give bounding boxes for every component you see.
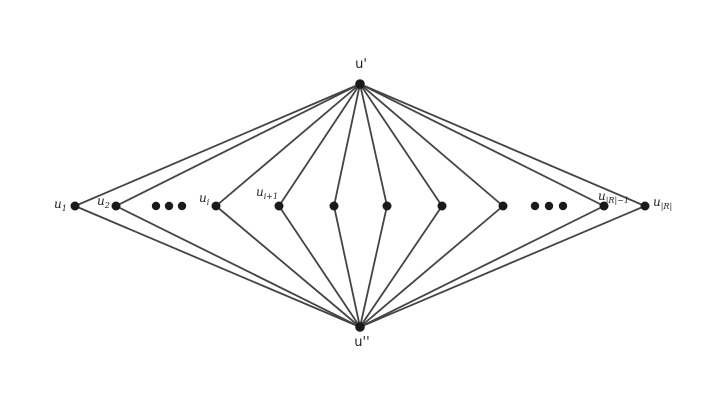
edge-to-top-3 — [278, 83, 361, 207]
edge-to-top-1 — [115, 83, 361, 207]
bottom-node — [355, 322, 365, 332]
label-u1: u1 — [54, 197, 67, 213]
ellipsis-left — [151, 201, 187, 211]
middle-node-6 — [437, 201, 447, 211]
edge-to-bottom-5 — [359, 205, 388, 328]
edge-to-bottom-2 — [215, 205, 361, 328]
edges — [74, 83, 646, 328]
top-node-label: u' — [355, 57, 367, 72]
middle-node-9 — [640, 201, 650, 211]
ellipsis-dot — [151, 201, 161, 211]
edge-to-top-4 — [333, 83, 361, 207]
edge-to-top-0 — [74, 83, 361, 207]
edge-to-bottom-7 — [359, 205, 504, 328]
edge-to-bottom-6 — [359, 205, 443, 328]
ellipsis-dot — [530, 201, 540, 211]
edge-to-top-5 — [359, 83, 388, 207]
edge-to-bottom-0 — [74, 205, 361, 328]
ellipsis-dot — [544, 201, 554, 211]
edge-to-bottom-1 — [115, 205, 361, 328]
middle-node-7 — [498, 201, 508, 211]
label-u-r: u|R| — [653, 195, 672, 211]
nodes — [70, 79, 650, 332]
edge-to-bottom-8 — [359, 205, 605, 328]
edge-to-top-9 — [359, 83, 646, 207]
bottom-node-label: u'' — [354, 335, 369, 350]
label-ui: ui — [199, 191, 210, 207]
edge-to-bottom-3 — [278, 205, 361, 328]
label-u2: u2 — [97, 194, 110, 210]
edge-to-bottom-9 — [359, 205, 646, 328]
middle-node-1 — [111, 201, 121, 211]
middle-node-8 — [599, 201, 609, 211]
ellipsis-dot — [164, 201, 174, 211]
edge-to-bottom-4 — [333, 205, 361, 328]
label-ui-plus-1: ui+1 — [256, 185, 278, 201]
edge-to-top-2 — [215, 83, 361, 207]
label-u-r-minus-1: u|R|−1 — [598, 189, 629, 205]
edge-to-top-8 — [359, 83, 605, 207]
edge-to-top-6 — [359, 83, 443, 207]
middle-node-5 — [382, 201, 392, 211]
top-node — [355, 79, 365, 89]
middle-node-2 — [211, 201, 221, 211]
middle-node-3 — [274, 201, 284, 211]
ellipsis-right — [530, 201, 568, 211]
middle-node-4 — [329, 201, 339, 211]
middle-node-0 — [70, 201, 80, 211]
ellipsis-dot — [558, 201, 568, 211]
edge-to-top-7 — [359, 83, 504, 207]
ellipsis-dot — [177, 201, 187, 211]
